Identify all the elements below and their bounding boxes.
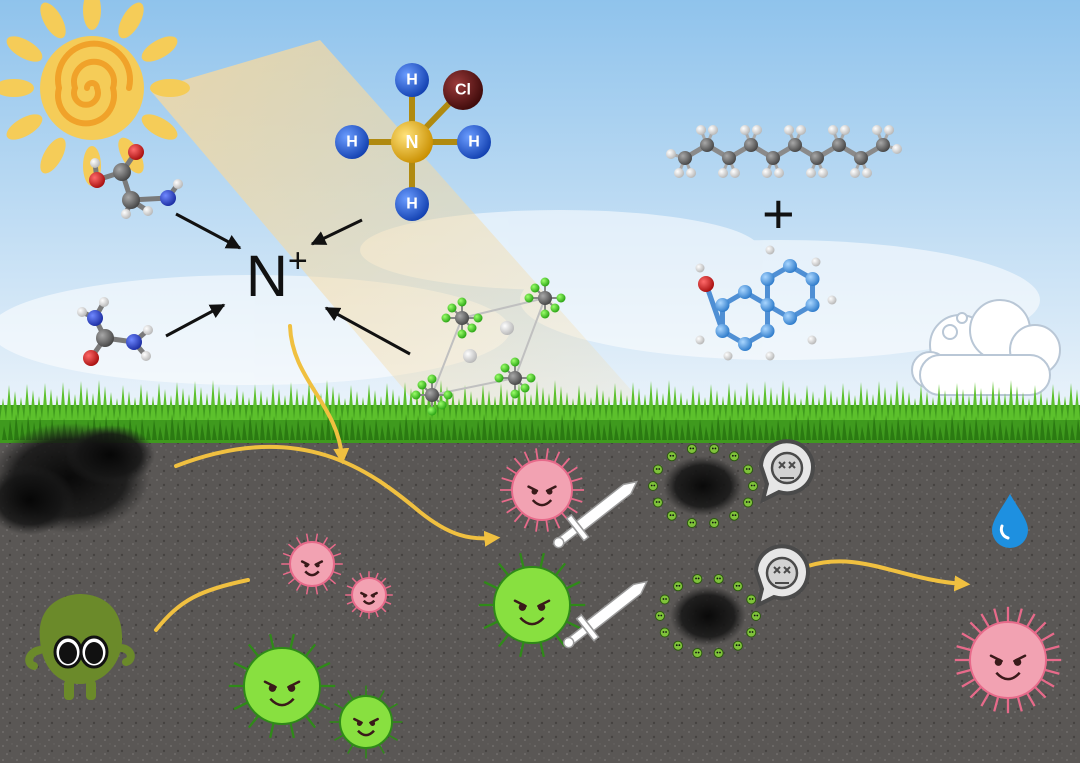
skull-speech-bubble-icon [758, 439, 815, 504]
crystal-octahedron [411, 374, 453, 416]
flow-arrow-to-pink-microbe [174, 444, 501, 547]
mini-microbe [729, 510, 740, 521]
mini-microbe [655, 611, 665, 621]
mini-microbe [713, 648, 724, 659]
alkane-chain-molecule [666, 125, 902, 178]
mini-microbe [709, 518, 720, 529]
mini-microbe [713, 573, 724, 584]
mini-microbe [709, 443, 720, 454]
mini-microbe [686, 518, 697, 529]
mini-microbe [648, 481, 658, 491]
flow-arrow-to-final-microbe [806, 559, 971, 592]
mini-microbe [743, 497, 754, 508]
skull-speech-bubble-icon [753, 544, 810, 609]
mini-microbe [659, 627, 670, 638]
mini-microbe [659, 594, 670, 605]
crystal-octahedron [441, 297, 483, 339]
sword-icon [562, 580, 649, 649]
naphthol-molecule [695, 245, 837, 361]
sword-icon [552, 480, 639, 549]
pink-microbe-attacking [500, 448, 584, 532]
mini-microbe [732, 581, 743, 592]
oil-pollutant-large [0, 423, 155, 535]
mini-microbe [673, 581, 684, 592]
svg-text:H: H [406, 72, 418, 89]
nitrogen-flow-arrows [154, 324, 971, 632]
soil-mascot-creature [25, 594, 135, 700]
ammonium-chloride-molecule: H H H H Cl N [335, 63, 491, 221]
svg-text:H: H [468, 134, 480, 151]
svg-text:Cl: Cl [455, 82, 471, 99]
green-microbe-large [228, 633, 336, 739]
urea-molecule [77, 297, 153, 366]
mini-microbe [732, 640, 743, 651]
pink-microbe-small [281, 533, 343, 595]
hydrogen-atom-bottom: H [395, 187, 429, 221]
degraded-pollutant-lower [670, 586, 746, 646]
svg-text:N: N [406, 132, 419, 152]
chlorine-atom: Cl [443, 70, 483, 110]
arrow-from-urea [165, 303, 226, 338]
mini-microbe [673, 640, 684, 651]
nitrogen-cation-label: N+ [246, 244, 308, 306]
hydrogen-atom-left: H [335, 125, 369, 159]
pink-microbe-small [345, 571, 393, 619]
flow-arrow-into-soil [288, 324, 350, 465]
svg-text:H: H [406, 196, 418, 213]
combination-plus-sign: + [762, 182, 795, 245]
green-microbe-attacking [478, 552, 586, 658]
mini-microbe [729, 451, 740, 462]
hydrogen-atom-top: H [395, 63, 429, 97]
mini-microbe [666, 451, 677, 462]
mini-microbe [748, 481, 758, 491]
grass-strip [0, 380, 1080, 443]
cloud-icon [911, 299, 1061, 396]
flow-arrow-from-mascot [154, 578, 250, 632]
crystal-octahedron [494, 357, 536, 399]
sun-icon [0, 0, 190, 186]
mini-microbe [686, 443, 697, 454]
mini-microbe [666, 510, 677, 521]
source-arrows [165, 212, 411, 356]
arrow-from-glycine [175, 212, 242, 250]
hydrogen-atom-right: H [457, 125, 491, 159]
water-drop-icon [992, 494, 1028, 548]
hexafluoro-crystal-cluster [411, 277, 566, 416]
crystal-octahedron [524, 277, 566, 319]
arrow-from-ammonium-chloride [310, 218, 363, 246]
degraded-pollutant-upper [663, 456, 743, 516]
nitrogen-symbol: N [246, 244, 288, 309]
green-microbe-small [329, 685, 403, 759]
mini-microbe [746, 627, 757, 638]
nitrogen-atom: N [391, 121, 433, 163]
sunlight-beam [150, 40, 640, 420]
mini-microbe [746, 594, 757, 605]
pink-microbe-final [954, 606, 1062, 714]
svg-text:H: H [346, 134, 358, 151]
mini-microbe [652, 497, 663, 508]
arrow-from-crystal [324, 306, 411, 356]
cation-charge: + [287, 242, 308, 280]
mini-microbe [692, 573, 703, 584]
glycine-molecule [89, 144, 183, 219]
mini-microbe [743, 464, 754, 475]
mini-microbe [692, 648, 703, 659]
mini-microbe [652, 464, 663, 475]
mini-microbe [751, 611, 761, 621]
